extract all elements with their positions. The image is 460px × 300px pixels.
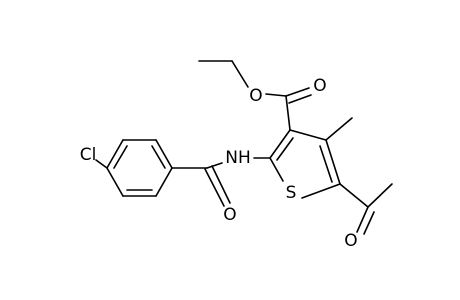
bond-carbonyl-n (206, 162, 223, 169)
bond-acetyl-c-o-1 (356, 206, 369, 233)
bond-amide-c-o-2 (211, 165, 231, 204)
bond-amide-c-o-1 (204, 168, 225, 207)
bond-th-c4-c5-1 (325, 139, 341, 185)
bond-acetyl-c-o-2 (363, 211, 375, 235)
amide-oxygen-label: O (223, 205, 236, 225)
ester-carbonyl-oxygen-label: O (313, 76, 326, 96)
bond-ester-c-o-2 (288, 94, 312, 104)
bond-th-c2-c3-1 (269, 129, 291, 159)
bond-acetyl-methyl (367, 183, 393, 208)
thiophene-ring (269, 129, 341, 199)
bond-th-c3-c4 (289, 129, 327, 141)
bond-ar-inner-3 (113, 145, 128, 169)
bond-th-c4-c5-2 (319, 145, 333, 183)
bond-o-ch2 (231, 60, 249, 88)
bond-ar-4 (155, 139, 173, 169)
bond-ester-c-o-ether (265, 93, 287, 97)
chlorine-atom-label: Cl (80, 145, 97, 165)
acetyl-oxygen-label: O (344, 231, 357, 251)
bond-ar-inner-2 (151, 145, 166, 169)
ester-ether-oxygen-label: O (249, 86, 262, 106)
amide-nitrogen-label: NH (225, 148, 251, 168)
bond-th-c5-s (301, 183, 341, 199)
bond-ring-acetyl (339, 183, 369, 208)
bond-ar-6 (106, 139, 124, 169)
bond-ester-c-o-1 (285, 87, 310, 97)
bond-methyl (325, 117, 353, 141)
bond-th-s-c2 (269, 157, 284, 182)
bond-ar-3 (155, 167, 173, 197)
bond-ar-1 (106, 167, 124, 197)
bond-ring-ester-c (285, 95, 291, 131)
bond-c-cl (95, 159, 108, 169)
sulfur-atom-label: S (286, 183, 297, 203)
chlorophenyl-ring (106, 139, 173, 197)
bond-th-c2-c3-2 (276, 137, 294, 161)
